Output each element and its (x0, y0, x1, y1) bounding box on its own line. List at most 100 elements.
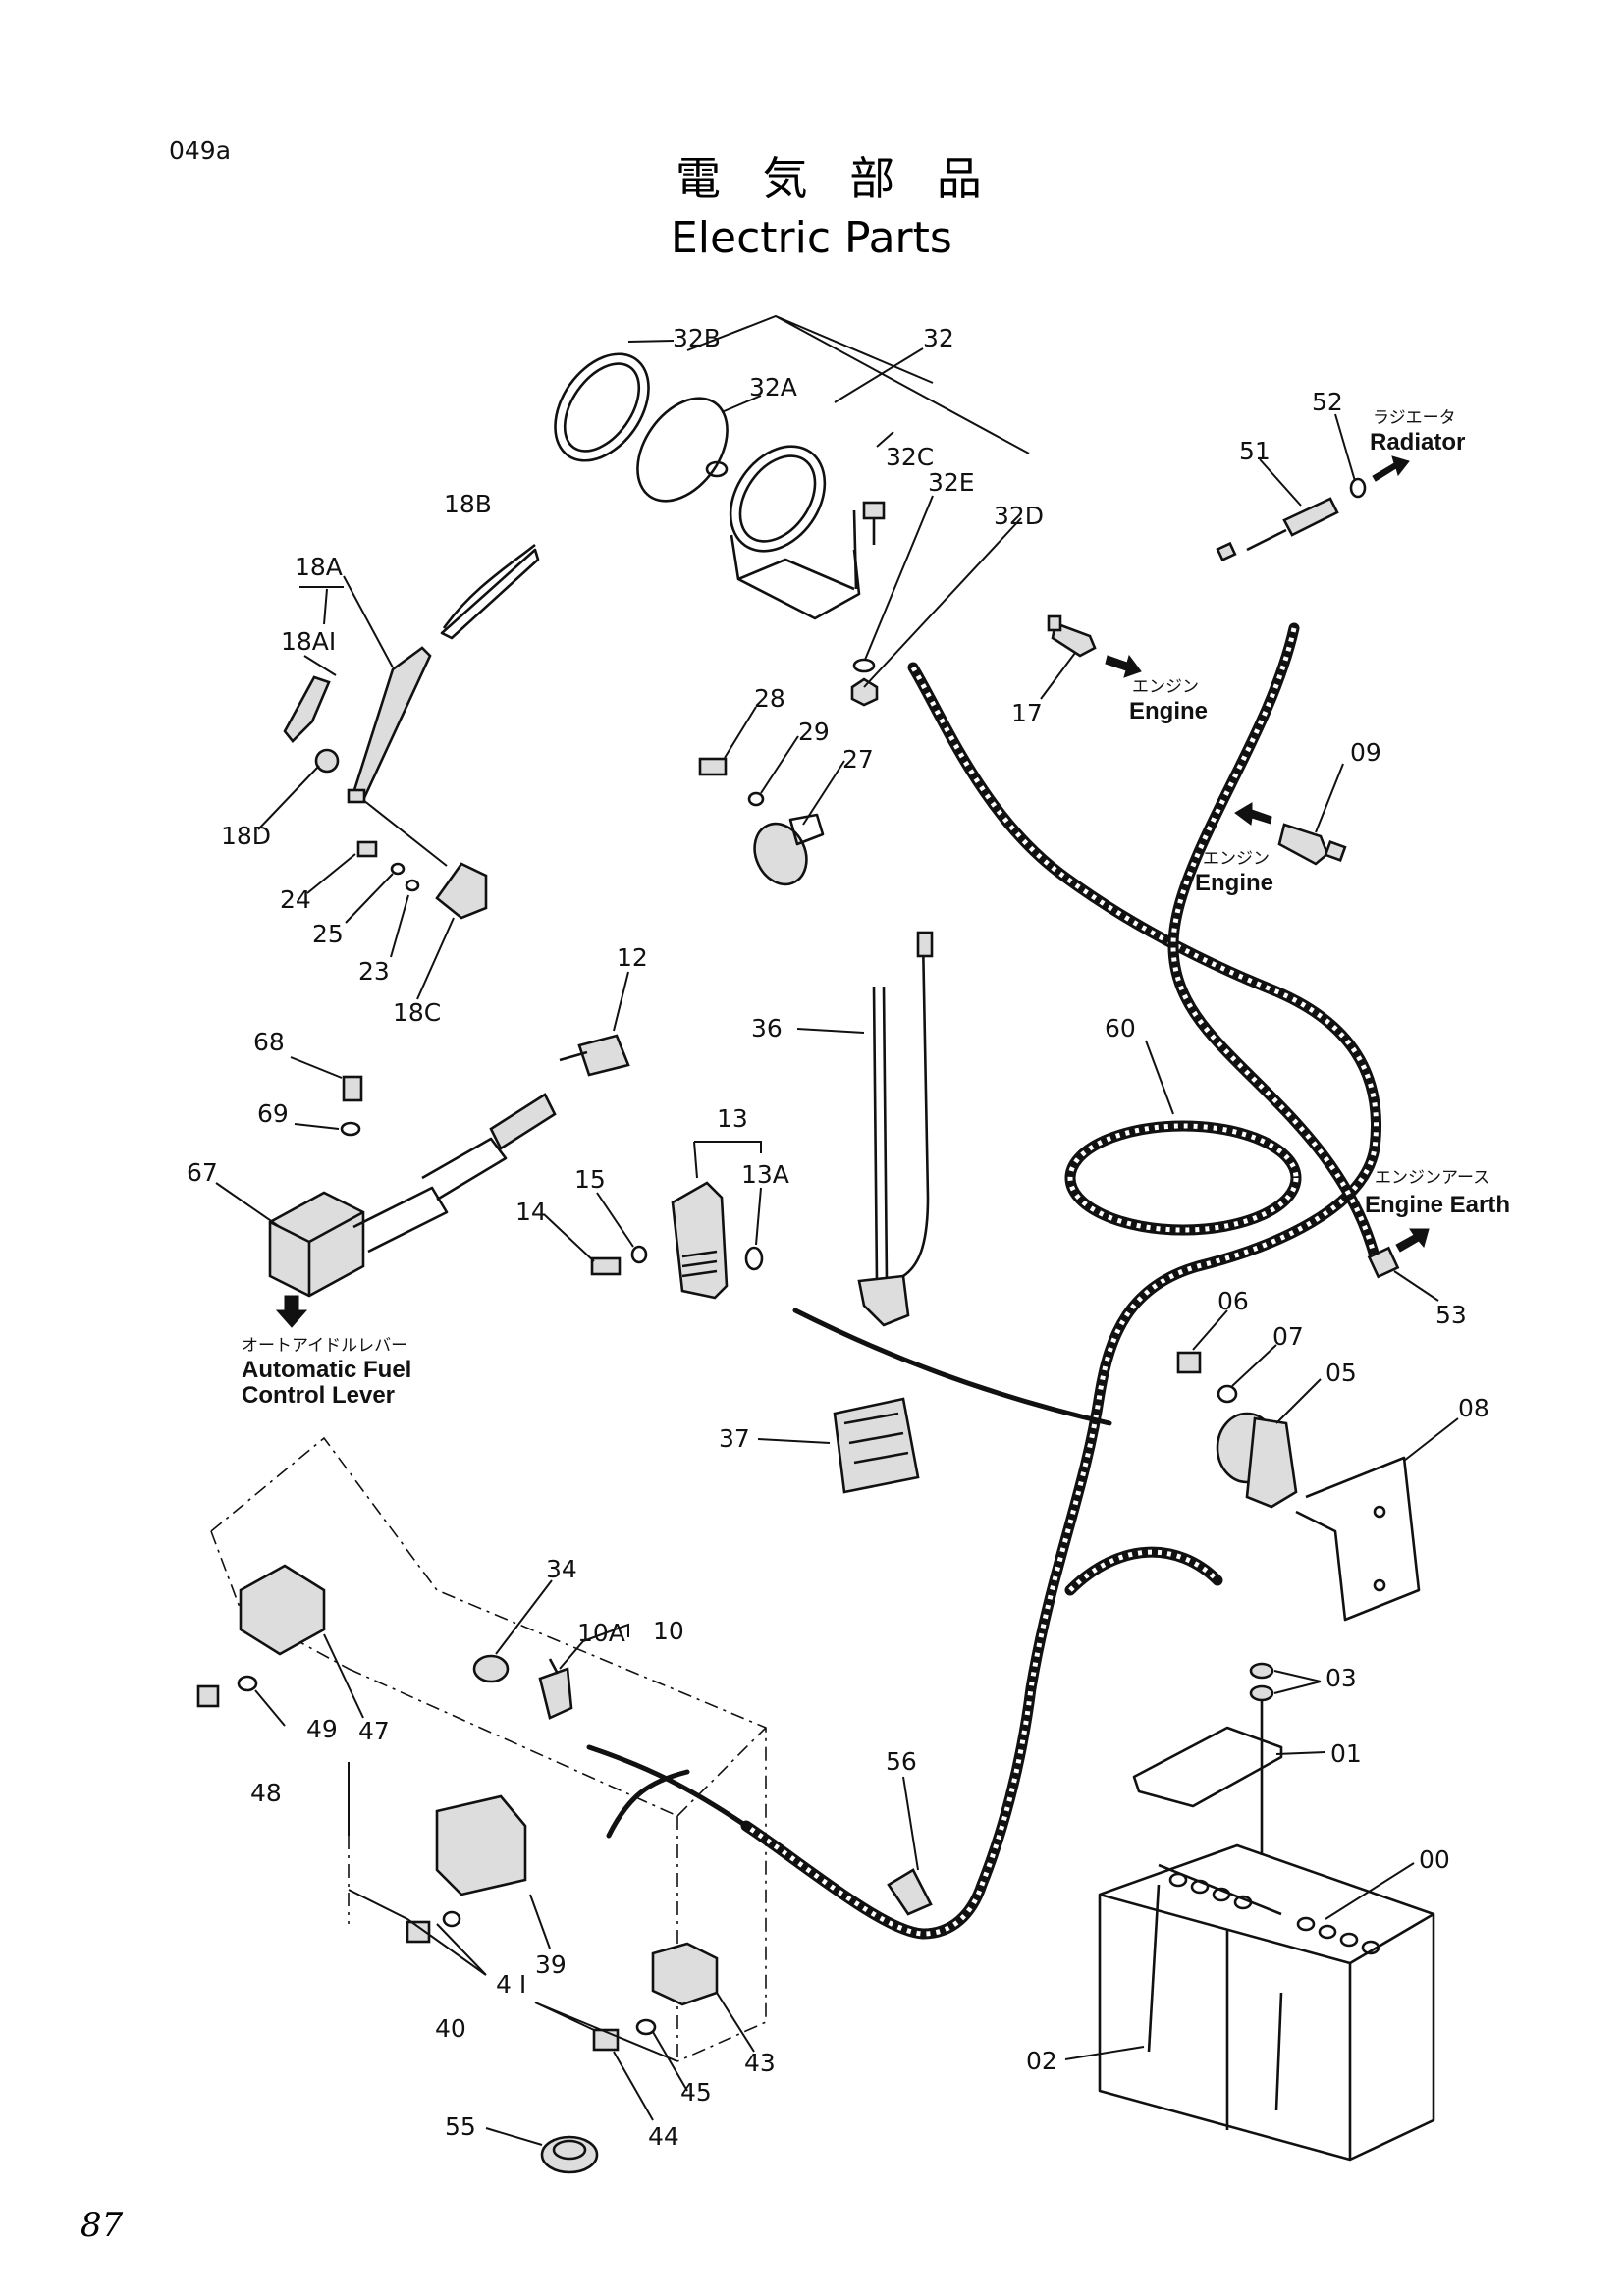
washer-07 (1217, 1384, 1238, 1404)
connector-67 (268, 1191, 365, 1298)
cab-light-13 (671, 1181, 729, 1300)
fuel-control-connector-group: 68 69 67 オートアイドルレバー Automatic Fuel Contr… (187, 1028, 557, 1409)
wiring-harness: 60 56 (586, 622, 1381, 1940)
label-18B: 18B (444, 490, 492, 518)
label-13: 13 (717, 1104, 748, 1133)
horn-group: 28 29 27 (698, 684, 874, 886)
label-55: 55 (445, 2112, 476, 2141)
bolt-24 (356, 840, 378, 858)
label-02: 02 (1026, 2047, 1057, 2075)
radiator-en: Radiator (1370, 429, 1465, 455)
label-53: 53 (1435, 1301, 1467, 1329)
label-34: 34 (546, 1555, 577, 1583)
buzzer-39 (435, 1794, 527, 1896)
radiator-sensor-group: 52 51 ラジエータ Radiator (1216, 388, 1465, 562)
handwritten-page-number: 87 (81, 2206, 124, 2245)
battery-hold-01 (1132, 1726, 1283, 1808)
antenna-36 (872, 986, 879, 1282)
label-41: 4 I (496, 1970, 526, 1999)
toggle-switch-12 (577, 1034, 630, 1077)
label-52: 52 (1312, 388, 1343, 416)
label-07: 07 (1272, 1322, 1304, 1351)
label-08: 08 (1458, 1394, 1489, 1422)
switch-group: 12 (559, 943, 648, 1077)
label-18D: 18D (221, 822, 271, 850)
bolt-28 (698, 757, 728, 776)
label-69: 69 (257, 1099, 289, 1128)
cab-light-group: 13 13A 15 14 (515, 1104, 789, 1300)
relay-47 (239, 1564, 326, 1656)
bolt-48 (196, 1684, 220, 1708)
cap-34 (472, 1654, 510, 1683)
label-15: 15 (574, 1165, 606, 1194)
label-51: 51 (1239, 437, 1271, 465)
title-japanese: 電 気 部 品 (676, 152, 996, 205)
label-44: 44 (648, 2122, 679, 2151)
light-rim-32B (554, 352, 650, 462)
label-12: 12 (617, 943, 648, 972)
washer-45 (635, 2018, 657, 2036)
label-49: 49 (306, 1715, 338, 1743)
bracket-08 (1295, 1456, 1421, 1622)
page-code: 049a (169, 136, 231, 165)
bolt-53 (1367, 1246, 1400, 1279)
label-32B: 32B (673, 324, 721, 352)
grommet-group: 55 (445, 2112, 599, 2174)
washer-23 (405, 879, 420, 892)
nut-18D (314, 748, 340, 774)
bolt-40 (406, 1920, 431, 1944)
bulb-13A (744, 1246, 764, 1271)
label-18C: 18C (393, 998, 441, 1027)
relay-43-group: 43 45 44 (534, 1942, 776, 2151)
engine-arrow-icon-2 (1234, 802, 1272, 826)
engine-earth-group: 53 エンジンアース Engine Earth (1365, 1168, 1510, 1329)
work-light-assembly: 32B 32 32A 32C 32E 32D (554, 314, 1044, 707)
label-32E: 32E (928, 468, 975, 497)
label-10A: 10A (577, 1619, 625, 1647)
washer-52 (1349, 477, 1367, 499)
battery-group: 03 01 00 02 (1026, 1662, 1450, 2162)
wiper-cover-18A1 (283, 675, 331, 743)
label-56: 56 (886, 1747, 917, 1776)
washer-25 (390, 862, 406, 876)
washer-32E (852, 658, 876, 673)
nut-32D (850, 677, 879, 707)
nut-03 (1249, 1662, 1274, 1680)
label-43: 43 (744, 2049, 776, 2077)
wiper-motor-18C (435, 862, 488, 920)
label-23: 23 (358, 957, 390, 986)
label-32A: 32A (749, 373, 797, 401)
label-37: 37 (719, 1424, 750, 1453)
sensor-09 (1277, 823, 1329, 866)
label-29: 29 (798, 718, 830, 746)
engine-sensor-group: 17 エンジン Engine 09 エンジン Engine (1011, 614, 1381, 896)
wiper-blade-18B (440, 548, 540, 640)
rod-02 (1147, 1884, 1161, 2053)
grommet-55 (540, 2135, 599, 2174)
label-67: 67 (187, 1158, 218, 1187)
label-60: 60 (1105, 1014, 1136, 1042)
key-switch-group: 34 10A 10 (472, 1555, 684, 1720)
earth-en: Engine Earth (1365, 1192, 1510, 1218)
console-enclosure (210, 1436, 767, 2062)
title-english: Electric Parts (671, 213, 952, 263)
label-39: 39 (535, 1950, 567, 1979)
label-45: 45 (680, 2078, 712, 2107)
label-06: 06 (1217, 1287, 1249, 1315)
engine1-en: Engine (1129, 698, 1208, 724)
label-03: 03 (1325, 1664, 1357, 1692)
label-48: 48 (250, 1779, 282, 1807)
label-40: 40 (435, 2014, 466, 2043)
light-body-32 (729, 445, 827, 553)
label-13A: 13A (741, 1160, 789, 1189)
battery-00 (1098, 1843, 1435, 2162)
label-28: 28 (754, 684, 785, 713)
wiper-arm-18A (352, 646, 432, 802)
label-09: 09 (1350, 738, 1381, 767)
horn-27 (753, 822, 808, 886)
sensor-17 (1051, 621, 1097, 658)
relay-group: 06 07 05 08 (1176, 1287, 1489, 1622)
label-32C: 32C (886, 443, 934, 471)
afcl-jp: オートアイドルレバー (242, 1336, 407, 1356)
